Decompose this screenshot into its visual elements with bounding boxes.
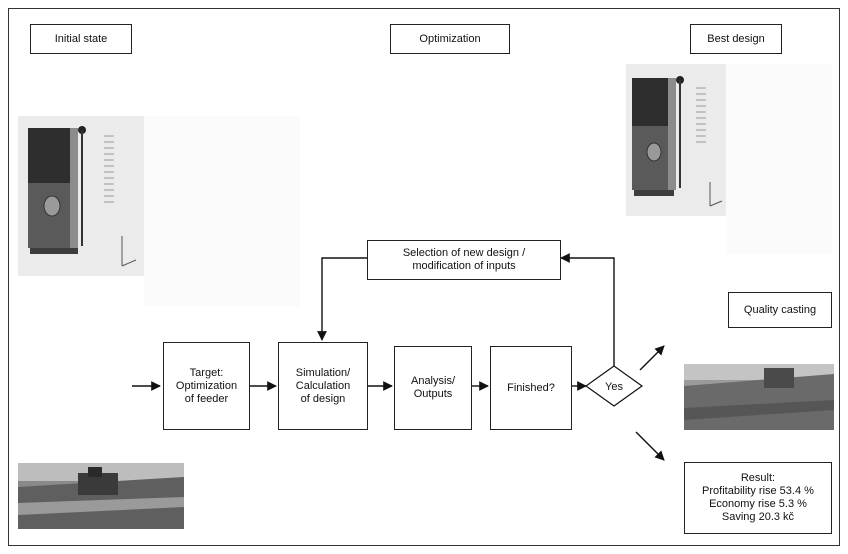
initial-mold-image bbox=[18, 116, 144, 276]
best-design-mold-background bbox=[726, 64, 832, 254]
best-design-label: Best design bbox=[690, 24, 782, 54]
optimization-label: Optimization bbox=[390, 24, 510, 54]
decision-yes-text: Yes bbox=[605, 381, 623, 393]
target-box: Target: Optimization of feeder bbox=[163, 342, 250, 430]
simulation-box: Simulation/ Calculation of design bbox=[278, 342, 368, 430]
finished-box: Finished? bbox=[490, 346, 572, 430]
arrow-to-result bbox=[635, 431, 665, 461]
selection-box: Selection of new design / modification o… bbox=[367, 240, 561, 280]
result-box: Result: Profitability rise 53.4 % Econom… bbox=[684, 462, 832, 534]
initial-state-label: Initial state bbox=[30, 24, 132, 54]
quality-casting-box: Quality casting bbox=[728, 292, 832, 328]
quality-casting-photo bbox=[684, 364, 834, 430]
initial-mold-background bbox=[144, 116, 300, 306]
arrow-to-quality-casting bbox=[639, 345, 665, 371]
best-design-mold-image bbox=[626, 64, 726, 216]
loop-decision-to-selection bbox=[560, 253, 615, 370]
analysis-box: Analysis/ Outputs bbox=[394, 346, 472, 430]
initial-casting-photo bbox=[18, 463, 184, 529]
decision-diamond bbox=[584, 365, 644, 407]
loop-selection-to-simulation bbox=[317, 257, 367, 341]
